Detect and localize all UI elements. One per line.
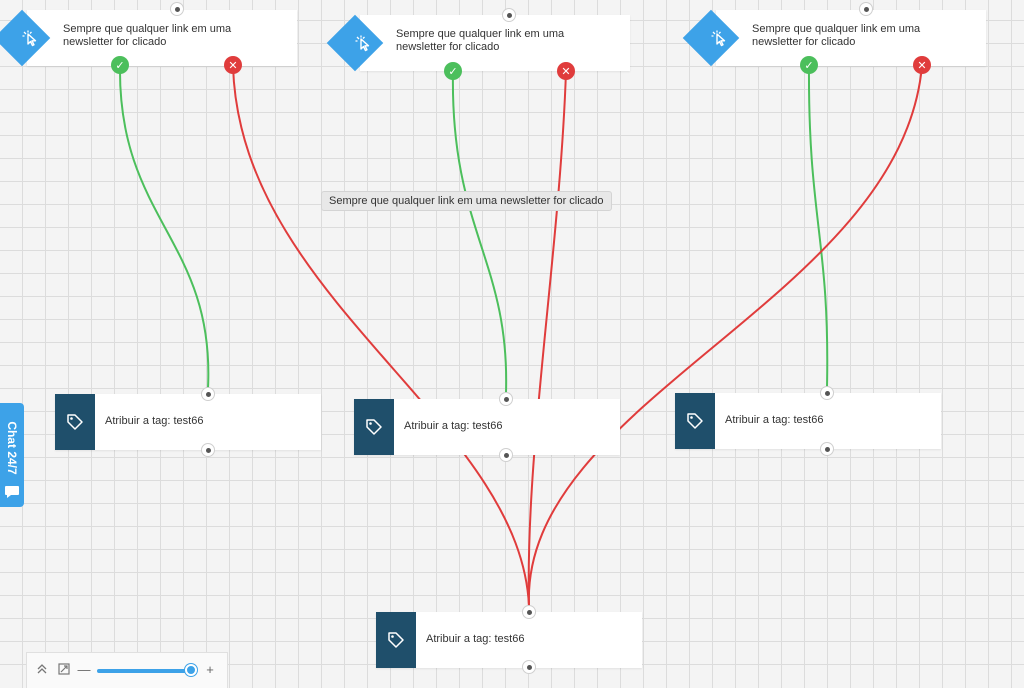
trigger-node-1[interactable]: Sempre que qualquer link em uma newslett… xyxy=(0,9,297,66)
action-label: Atribuir a tag: test66 xyxy=(404,420,503,432)
cursor-click-icon xyxy=(350,30,376,56)
yes-connection[interactable] xyxy=(118,65,210,389)
chat-label: Chat 24/7 xyxy=(5,421,19,475)
action-input-port[interactable] xyxy=(499,392,513,406)
yes-connection[interactable] xyxy=(451,70,508,394)
trigger-input-port[interactable] xyxy=(859,2,873,16)
action-label: Atribuir a tag: test66 xyxy=(105,415,204,427)
trigger-text: Sempre que qualquer link em uma newslett… xyxy=(63,23,232,48)
zoom-slider-thumb[interactable] xyxy=(185,664,197,676)
trigger-tooltip: Sempre que qualquer link em uma newslett… xyxy=(321,191,612,211)
trigger-input-port[interactable] xyxy=(170,2,184,16)
zoom-in-button[interactable]: + xyxy=(206,662,214,677)
yes-outlet-icon[interactable]: ✓ xyxy=(444,62,462,80)
yes-connection[interactable] xyxy=(807,65,829,388)
action-output-port[interactable] xyxy=(820,442,834,456)
action-input-port[interactable] xyxy=(820,386,834,400)
trigger-text: Sempre que qualquer link em uma newslett… xyxy=(396,28,565,53)
action-output-port[interactable] xyxy=(499,448,513,462)
chat-tab[interactable]: Chat 24/7 xyxy=(0,403,24,507)
action-output-port[interactable] xyxy=(201,443,215,457)
action-node-1[interactable]: Atribuir a tag: test66 xyxy=(55,394,321,450)
fit-screen-icon[interactable] xyxy=(57,663,71,677)
cursor-click-icon xyxy=(17,25,43,51)
tag-icon xyxy=(55,394,95,450)
no-connection[interactable] xyxy=(527,65,923,607)
collapse-up-icon[interactable] xyxy=(35,663,49,677)
tag-icon xyxy=(675,393,715,449)
yes-outlet-icon[interactable]: ✓ xyxy=(800,56,818,74)
zoom-out-button[interactable]: — xyxy=(77,662,91,677)
action-input-port[interactable] xyxy=(201,387,215,401)
trigger-input-port[interactable] xyxy=(502,8,516,22)
zoom-controls: — + xyxy=(26,652,228,688)
tag-icon xyxy=(376,612,416,668)
no-connection[interactable] xyxy=(527,70,567,607)
tag-icon xyxy=(354,399,394,455)
action-output-port[interactable] xyxy=(522,660,536,674)
no-connection[interactable] xyxy=(232,65,530,607)
trigger-node-3[interactable]: Sempre que qualquer link em uma newslett… xyxy=(682,9,986,66)
no-outlet-icon[interactable]: ✕ xyxy=(224,56,242,74)
action-label: Atribuir a tag: test66 xyxy=(426,633,525,645)
action-input-port[interactable] xyxy=(522,605,536,619)
no-outlet-icon[interactable]: ✕ xyxy=(557,62,575,80)
zoom-slider-track[interactable] xyxy=(97,669,193,673)
chat-bubble-icon xyxy=(4,485,20,499)
action-node-3[interactable]: Atribuir a tag: test66 xyxy=(675,393,941,449)
no-outlet-icon[interactable]: ✕ xyxy=(913,56,931,74)
action-label: Atribuir a tag: test66 xyxy=(725,414,824,426)
cursor-click-icon xyxy=(706,25,732,51)
trigger-node-2[interactable]: Sempre que qualquer link em uma newslett… xyxy=(326,14,630,71)
trigger-text: Sempre que qualquer link em uma newslett… xyxy=(752,23,921,48)
action-node-4[interactable]: Atribuir a tag: test66 xyxy=(376,612,642,668)
yes-outlet-icon[interactable]: ✓ xyxy=(111,56,129,74)
action-node-2[interactable]: Atribuir a tag: test66 xyxy=(354,399,620,455)
